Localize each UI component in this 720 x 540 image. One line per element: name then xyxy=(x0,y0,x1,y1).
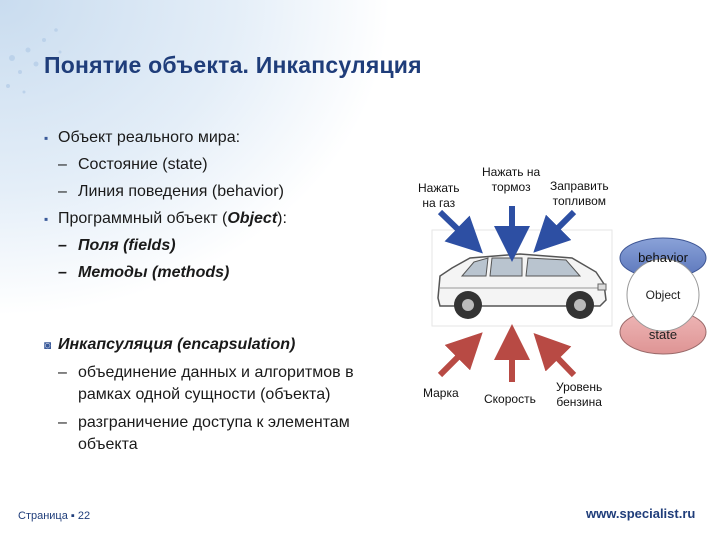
list-item: ▪ Объект реального мира: xyxy=(44,129,241,146)
dash-icon: – xyxy=(58,414,67,431)
list-item: – Методы (methods) xyxy=(58,264,230,281)
object-label: Object xyxy=(646,288,681,302)
object-circle xyxy=(626,258,700,332)
behavior-label: behavior xyxy=(638,250,689,265)
site-link[interactable]: www.specialist.ru xyxy=(586,506,696,521)
list-item: ▪ Программный объект (Object): xyxy=(44,210,287,227)
arrow-brand xyxy=(437,332,483,378)
dash-icon: – xyxy=(58,156,67,173)
list-item: ◙ Инкапсуляция (encapsulation) xyxy=(44,336,296,353)
dash-icon: – xyxy=(58,183,67,200)
dash-icon: – xyxy=(58,237,67,254)
list-item: – объединение данных и алгоритмов в рамк… xyxy=(58,364,354,403)
list-item: – Линия поведения (behavior) xyxy=(58,183,284,200)
car-icon xyxy=(437,253,607,319)
list-item: – разграничение доступа к элементам объе… xyxy=(58,414,350,453)
decorative-dots xyxy=(6,28,62,94)
bullet-box-icon: ◙ xyxy=(44,338,52,352)
arrow-fuel xyxy=(533,209,577,253)
arrow-fuel-level xyxy=(533,333,577,378)
arrow-gas xyxy=(437,209,483,254)
bullet-square-icon: ▪ xyxy=(44,212,49,226)
dash-icon: – xyxy=(58,364,67,381)
state-label: state xyxy=(649,327,677,342)
label-brand: Марка xyxy=(423,386,459,400)
page-number: Страница ▪ 22 xyxy=(18,510,91,522)
label-speed: Скорость xyxy=(484,392,536,406)
bullet-square-icon: ▪ xyxy=(44,131,49,145)
dash-icon: – xyxy=(58,264,67,281)
list-item: – Состояние (state) xyxy=(58,156,208,173)
slide-title: Понятие объекта. Инкапсуляция xyxy=(44,52,422,78)
list-item: – Поля (fields) xyxy=(58,237,176,254)
bullet-list: ▪ Объект реального мира: – Состояние (st… xyxy=(44,128,404,462)
